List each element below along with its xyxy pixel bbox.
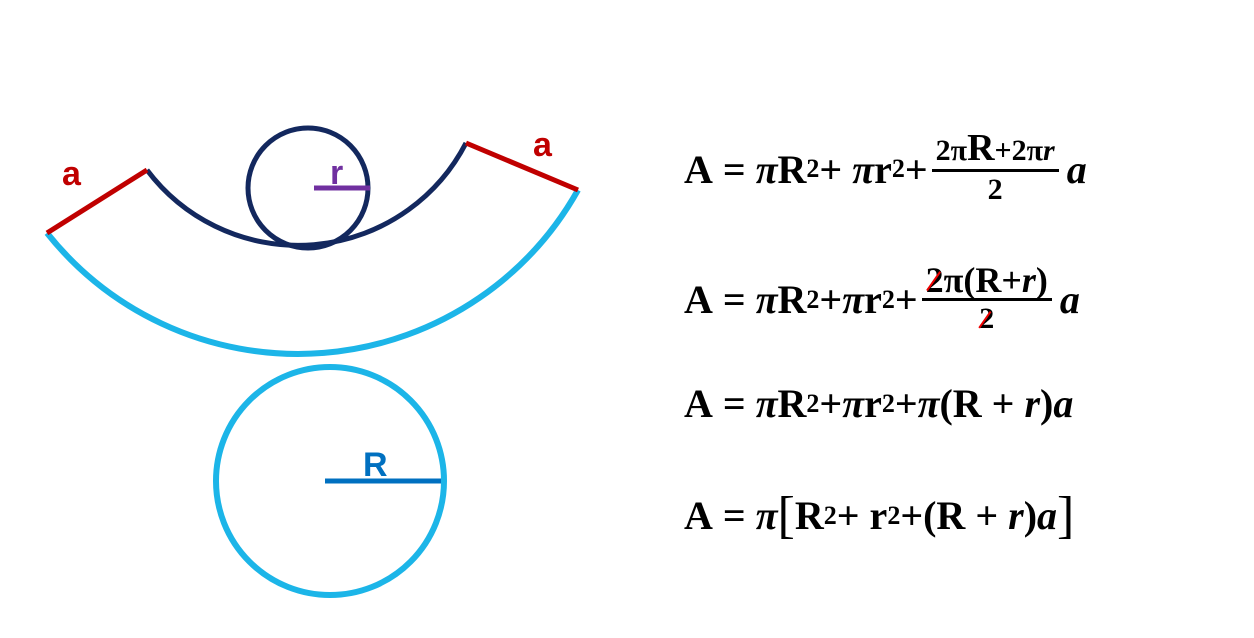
eq-lhs: A [684,493,713,538]
large-circle [213,364,447,598]
plus: + [836,493,860,538]
pi: π [842,277,865,322]
pi: π [852,146,875,192]
plus: + [894,277,918,322]
r: r [874,146,892,192]
fraction: 2πR+2πr 2 [931,127,1059,208]
pi: π [842,381,865,426]
eq-lhs: A [684,381,713,426]
outer-arc [44,188,581,357]
a-var: a [1037,493,1058,538]
equals: = [722,146,746,192]
R: R [794,493,824,538]
paren-close: ) [1023,493,1038,538]
R: R [777,277,807,322]
geometry-figure: a a r R [44,125,581,598]
pi: π [917,381,940,426]
a-var: a [1059,277,1080,322]
r: r [864,381,882,426]
a-var: a [1053,381,1074,426]
paren-close: ) [1040,381,1054,426]
num-part: ) [1035,260,1048,300]
paren-open: (R + [923,493,1009,538]
label-r: r [330,154,343,192]
paren-open: (R + [939,381,1025,426]
pi: π [755,277,778,322]
a-line-right [465,140,579,193]
pi: π [755,146,778,192]
r: r [859,493,888,538]
inner-arc [145,141,469,248]
plus: + [904,146,928,192]
r: r [864,277,882,322]
r: r [1008,493,1024,538]
equals: = [722,277,746,322]
plus: + [819,146,843,192]
num-part: +2π [994,134,1044,167]
num-part: r [1043,134,1055,167]
denominator: 2 [987,173,1003,206]
eq-lhs: A [684,277,713,322]
cancelled-denominator: 2 [979,302,995,335]
equals: = [722,381,746,426]
pi: π [755,381,778,426]
r: r [1024,381,1041,426]
label-a-left: a [62,155,82,193]
R: R [777,146,807,192]
fraction: 2π(R+r) 2 [921,260,1052,337]
label-a-right: a [533,126,553,164]
a-line-left [45,167,149,236]
cancelled-2: 2 [925,260,944,300]
eq-lhs: A [684,146,713,192]
label-R: R [363,446,388,484]
num-part: 2π [935,134,968,167]
a-var: a [1066,146,1087,192]
num-part: r [1021,260,1036,300]
plus: + [894,381,918,426]
R: R [777,381,807,426]
num-part: π(R+ [943,260,1022,300]
num-part: R [967,127,995,169]
plus: + [819,381,843,426]
plus: + [819,277,843,322]
equals: = [722,493,746,538]
pi: π [755,493,778,538]
plus: + [900,493,924,538]
